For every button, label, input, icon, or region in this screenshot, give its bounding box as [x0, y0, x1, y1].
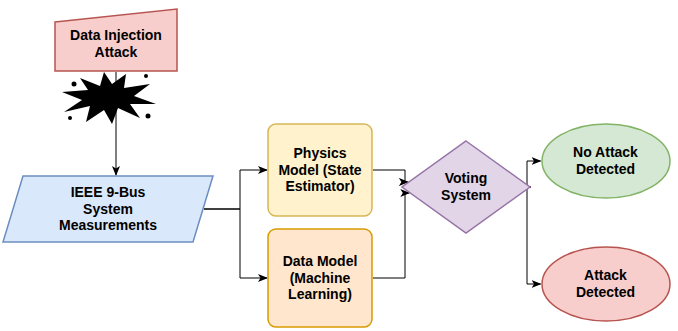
result-ellipse: No Attack Detected: [541, 123, 671, 199]
text-holder: Voting System: [436, 170, 496, 204]
flow-arrow: [204, 209, 267, 278]
text-holder: IEEE 9-Bus System Measurements: [56, 184, 160, 234]
explosion-dot: [146, 114, 151, 119]
outline-path: [55, 9, 177, 71]
process-box: Data Model (Machine Learning): [267, 228, 373, 328]
flow-arrow: [527, 187, 541, 284]
node-label: IEEE 9-Bus System Measurements: [56, 184, 160, 234]
node-label: Data Model (Machine Learning): [274, 253, 366, 303]
outline-path: [542, 247, 670, 321]
flow-arrow: [373, 170, 408, 182]
flow-arrow: [116, 72, 117, 175]
flow-arrow: [527, 161, 541, 187]
text-holder: Data Injection Attack: [61, 27, 171, 61]
data-parallelogram: IEEE 9-Bus System Measurements: [2, 175, 214, 243]
text-holder: Attack Detected: [558, 267, 654, 301]
node-label: No Attack Detected: [558, 144, 654, 178]
flow-arrow: [373, 193, 409, 278]
outline-path: [3, 176, 213, 242]
node-label: Attack Detected: [558, 267, 654, 301]
outline-path: [542, 124, 670, 198]
result-ellipse: Attack Detected: [541, 246, 671, 322]
process-box: Physics Model (State Estimator): [267, 123, 373, 217]
node-label: Voting System: [436, 170, 496, 204]
outline-path: [268, 229, 372, 327]
attack-input: Data Injection Attack: [54, 8, 178, 72]
text-holder: Physics Model (State Estimator): [274, 145, 366, 195]
outline-path: [268, 124, 372, 216]
text-holder: No Attack Detected: [558, 144, 654, 178]
explosion-splat: [62, 72, 156, 124]
explosion-dot: [68, 116, 72, 120]
node-label: Data Injection Attack: [61, 27, 171, 61]
node-label: Physics Model (State Estimator): [274, 145, 366, 195]
explosion-dot: [72, 82, 77, 87]
decision-diamond: Voting System: [401, 140, 531, 234]
explosion-dot: [144, 74, 148, 78]
text-holder: Data Model (Machine Learning): [274, 253, 366, 303]
outline-path: [402, 141, 530, 233]
